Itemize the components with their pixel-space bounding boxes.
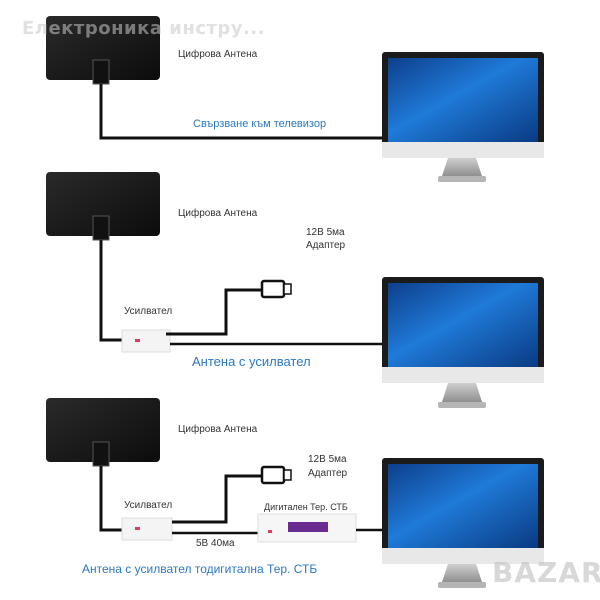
panel-3 (46, 398, 544, 588)
caption-1: Свързване към телевизор (193, 118, 327, 130)
power-label-3: 5В 40ма (196, 538, 235, 549)
stb-label: Дигитален Тер. СТБ (264, 502, 348, 512)
stb-box (257, 513, 357, 543)
adapter-label-3b: Адаптер (308, 468, 348, 479)
bazar-watermark: BAZAR (492, 556, 600, 589)
cable-1 (99, 84, 384, 140)
amplifier-label-2: Усилвател (124, 306, 173, 317)
cable-2a (99, 240, 122, 342)
adapter-cable-3 (172, 474, 262, 524)
antenna-3-tab (92, 441, 110, 467)
adapter-label-2b: Адаптер (306, 240, 346, 251)
caption-3: Антена с усилвател тодигитална Тер. СТБ (82, 562, 318, 576)
panel-1 (46, 16, 544, 182)
usb-adapter-2 (260, 279, 292, 299)
amplifier-label-3: Усилвател (124, 500, 173, 511)
adapter-cable-2 (166, 288, 262, 336)
antenna-1 (46, 16, 160, 80)
panel-2 (46, 172, 544, 408)
antenna-label-2: Цифрова Антена (178, 208, 258, 219)
adapter-label-2a: 12В 5ма (306, 227, 345, 238)
antenna-2-tab (92, 215, 110, 241)
amplifier-2 (121, 329, 171, 353)
antenna-label-3: Цифрова Антена (178, 424, 258, 435)
caption-2: Антена с усилвател (192, 354, 311, 369)
monitor-2 (382, 277, 544, 408)
monitor-3 (382, 458, 544, 588)
adapter-label-3a: 12В 5ма (308, 454, 347, 465)
antenna-1-tab (92, 59, 110, 85)
antenna-label-1: Цифрова Антена (178, 49, 258, 60)
antenna-3 (46, 398, 160, 462)
antenna-2 (46, 172, 160, 236)
usb-adapter-3 (260, 465, 292, 485)
amplifier-3 (121, 517, 173, 541)
shop-watermark: Електроника инстру... (22, 18, 266, 39)
monitor-1 (382, 52, 544, 182)
cable-3a (99, 466, 122, 532)
